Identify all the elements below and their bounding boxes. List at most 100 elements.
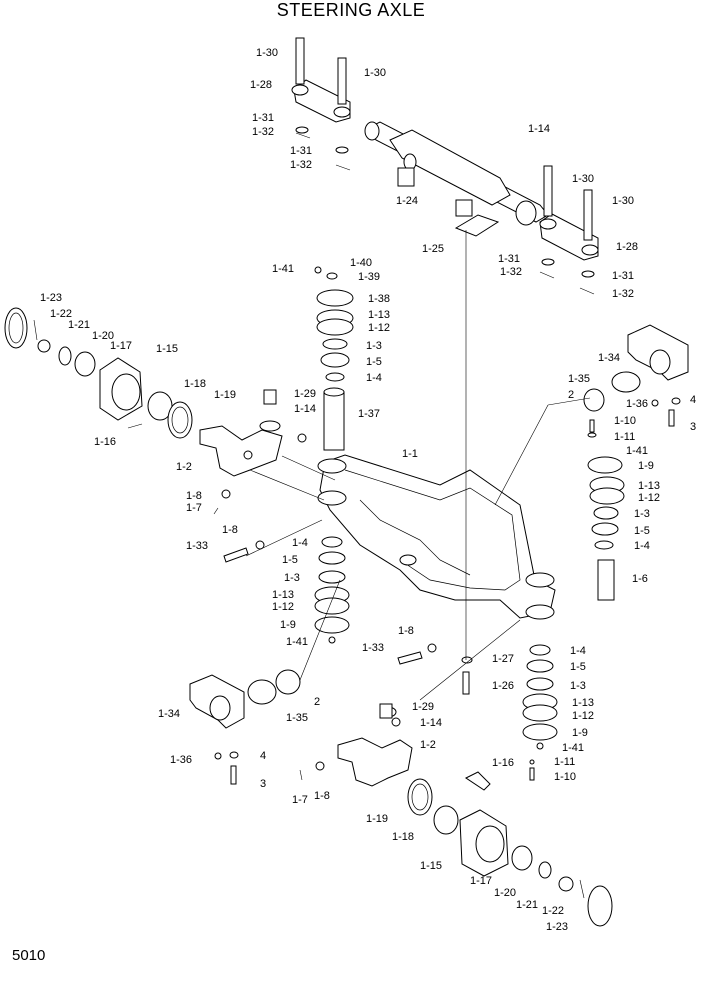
part-label: 1-41 [626, 445, 648, 457]
part-label: 1-15 [156, 343, 178, 355]
part-label: 1-39 [358, 271, 380, 283]
part-label: 4 [690, 394, 696, 406]
tie-rod-lower [539, 165, 599, 295]
part-label: 1-13 [368, 309, 390, 321]
part-label: 1-26 [492, 680, 514, 692]
part-label: 1-33 [362, 642, 384, 654]
part-label: 1-31 [612, 270, 634, 282]
axle-beam [317, 454, 556, 620]
part-label: 1-5 [570, 661, 586, 673]
part-label: 1-3 [366, 340, 382, 352]
part-label: 1-37 [358, 408, 380, 420]
lower-right-stack [522, 644, 558, 781]
part-label: 1-17 [110, 340, 132, 352]
part-label: 1-20 [92, 330, 114, 342]
part-label: 1-4 [570, 645, 586, 657]
part-label: 1-31 [290, 145, 312, 157]
part-label: 1-35 [286, 712, 308, 724]
part-label: 1-2 [176, 461, 192, 473]
part-label: 1-4 [634, 540, 650, 552]
part-label: 1-15 [420, 860, 442, 872]
part-label: 1-17 [470, 875, 492, 887]
part-label: 1-20 [494, 887, 516, 899]
part-label: 1-41 [562, 742, 584, 754]
part-label: 1-5 [634, 525, 650, 537]
page-number: 5010 [12, 947, 46, 964]
part-label: 1-23 [546, 921, 568, 933]
part-label: 1-4 [366, 372, 382, 384]
part-label: 1-16 [94, 436, 116, 448]
lower-left-stack [223, 536, 350, 644]
part-label: 1-5 [366, 356, 382, 368]
part-label: 1-25 [422, 243, 444, 255]
part-label: 1-9 [638, 460, 654, 472]
part-label: 1-33 [186, 540, 208, 552]
part-label: 1-9 [572, 727, 588, 739]
part-label: 1-8 [222, 524, 238, 536]
part-label: 1-1 [402, 448, 418, 460]
part-label: 1-14 [294, 403, 316, 415]
part-label: 1-28 [250, 79, 272, 91]
part-label: 1-3 [634, 508, 650, 520]
part-label: 1-21 [68, 319, 90, 331]
left-hub-assembly [4, 307, 193, 439]
part-label: 1-19 [214, 389, 236, 401]
part-label: 1-12 [572, 710, 594, 722]
part-label: 1-14 [420, 717, 442, 729]
part-label: 1-41 [286, 636, 308, 648]
part-label: 1-32 [252, 126, 274, 138]
upper-kingpin-stack [314, 266, 354, 451]
tie-rod-upper [291, 37, 351, 171]
part-label: 1-30 [612, 195, 634, 207]
left-knuckle [199, 389, 307, 515]
part-label: 1-32 [500, 266, 522, 278]
part-label: 1-11 [554, 756, 575, 768]
part-label: 2 [568, 389, 574, 401]
part-label: 2 [314, 696, 320, 708]
part-label: 1-10 [614, 415, 636, 427]
part-label: 1-30 [256, 47, 278, 59]
part-label: 1-21 [516, 899, 538, 911]
part-label: 1-32 [290, 159, 312, 171]
right-knuckle [299, 703, 413, 787]
part-label: 1-36 [170, 754, 192, 766]
part-label: 1-14 [528, 123, 550, 135]
part-label: 1-18 [184, 378, 206, 390]
part-label: 1-27 [492, 653, 514, 665]
part-label: 1-31 [252, 112, 274, 124]
part-label: 1-18 [392, 831, 414, 843]
part-label: 1-41 [272, 263, 294, 275]
steering-cylinder [364, 121, 549, 237]
part-label: 1-24 [396, 195, 418, 207]
part-label: 1-4 [292, 537, 308, 549]
part-label: 1-36 [626, 398, 648, 410]
part-label: 1-7 [186, 502, 202, 514]
left-mount-bracket [189, 669, 301, 785]
part-label: 1-32 [612, 288, 634, 300]
part-label: 1-13 [572, 697, 594, 709]
page-title: STEERING AXLE [276, 0, 426, 20]
part-label: 1-29 [412, 701, 434, 713]
part-label: 4 [260, 750, 266, 762]
part-label: 1-3 [284, 572, 300, 584]
alignment-lines [245, 230, 591, 701]
part-label: 1-30 [364, 67, 386, 79]
right-hub-assembly [407, 771, 613, 927]
part-label: 1-29 [294, 388, 316, 400]
part-label: 1-12 [272, 601, 294, 613]
part-label: 1-8 [314, 790, 330, 802]
part-label: 1-23 [40, 292, 62, 304]
part-label: 1-5 [282, 554, 298, 566]
part-label: 1-8 [186, 490, 202, 502]
part-label: 1-2 [420, 739, 436, 751]
part-label: 1-34 [158, 708, 180, 720]
part-label: 1-7 [292, 794, 308, 806]
part-label: 1-22 [50, 308, 72, 320]
part-label: 1-34 [598, 352, 620, 364]
part-label: 1-16 [492, 757, 514, 769]
part-label: 3 [690, 421, 696, 433]
part-label: 1-40 [350, 257, 372, 269]
part-label: 1-12 [638, 492, 660, 504]
part-label: 1-28 [616, 241, 638, 253]
